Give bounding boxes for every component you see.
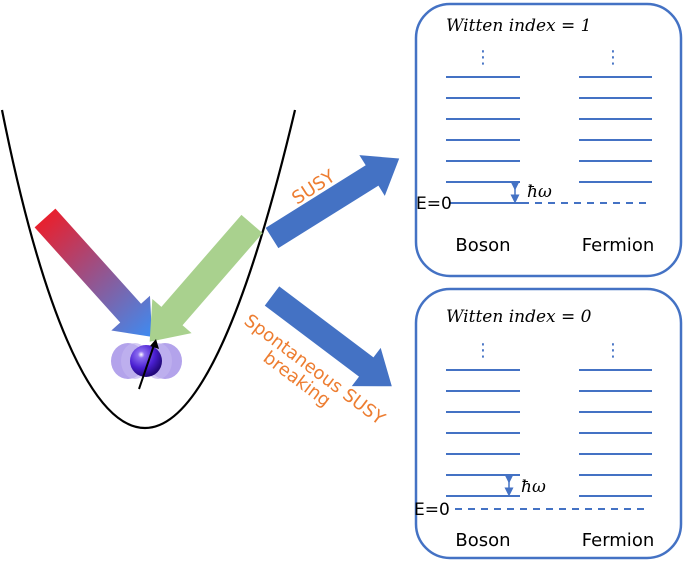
gradient-arrow bbox=[34, 208, 153, 337]
green-arrow bbox=[149, 214, 263, 342]
witten-index-title: Witten index = 0 bbox=[446, 307, 592, 327]
spin-particle-icon bbox=[111, 339, 182, 390]
energy-zero-label: E=0 bbox=[416, 194, 452, 214]
energy-zero-label: E=0 bbox=[414, 500, 450, 520]
fermion-ellipsis-icon: ⋮ bbox=[604, 47, 622, 68]
susy-breaking-arrow bbox=[264, 286, 392, 387]
boson-ellipsis-icon: ⋮ bbox=[474, 47, 492, 68]
boson-label: Boson bbox=[455, 235, 510, 256]
spectrum-box-index-1: Witten index = 1 ⋮ ⋮ ħω E=0 Boson Fermio… bbox=[414, 2, 683, 278]
potential-well-curve bbox=[0, 109, 297, 430]
witten-index-title: Witten index = 1 bbox=[446, 16, 591, 36]
fermion-ellipsis-icon: ⋮ bbox=[604, 340, 622, 361]
boson-label: Boson bbox=[455, 530, 510, 551]
fermion-label: Fermion bbox=[582, 235, 654, 256]
spectrum-box-index-0: Witten index = 0 ⋮ ⋮ ħω E=0 Boson Fermio… bbox=[414, 287, 683, 560]
boson-ellipsis-icon: ⋮ bbox=[474, 340, 492, 361]
gap-label: ħω bbox=[527, 182, 552, 202]
fermion-label: Fermion bbox=[582, 530, 654, 551]
gap-label: ħω bbox=[521, 477, 546, 497]
susy-arrow bbox=[265, 155, 400, 249]
